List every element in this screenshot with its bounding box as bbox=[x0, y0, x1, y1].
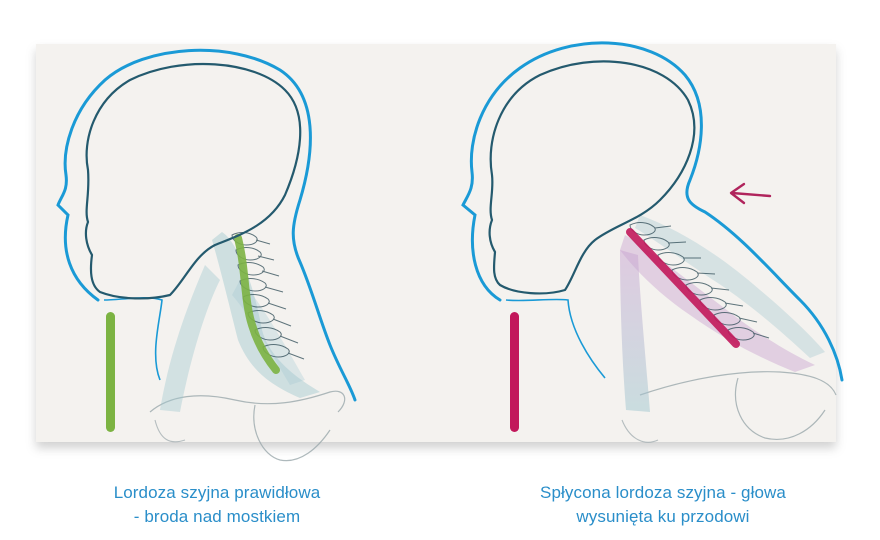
flattened-vertical-marker bbox=[510, 312, 519, 432]
normal-lordosis-caption: Lordoza szyjna prawidłowa - broda nad mo… bbox=[37, 481, 397, 529]
caption-line: Lordoza szyjna prawidłowa bbox=[113, 483, 321, 502]
flattened-lordosis-caption: Spłycona lordoza szyjna - głowa wysunięt… bbox=[483, 481, 843, 529]
caption-line: Spłycona lordoza szyjna - głowa bbox=[540, 483, 786, 502]
paper-background bbox=[36, 44, 836, 442]
normal-vertical-marker bbox=[106, 312, 115, 432]
caption-line: wysunięta ku przodowi bbox=[576, 507, 750, 526]
normal-spine-curve-marker bbox=[234, 234, 280, 374]
arrow-left-icon bbox=[729, 182, 772, 205]
normal-posture-figure bbox=[56, 48, 357, 462]
forward-head-posture-figure bbox=[461, 41, 844, 443]
cervical-lordoza-comparison bbox=[36, 41, 844, 462]
flattened-spine-curve-marker bbox=[626, 228, 740, 348]
caption-line: - broda nad mostkiem bbox=[133, 507, 301, 526]
